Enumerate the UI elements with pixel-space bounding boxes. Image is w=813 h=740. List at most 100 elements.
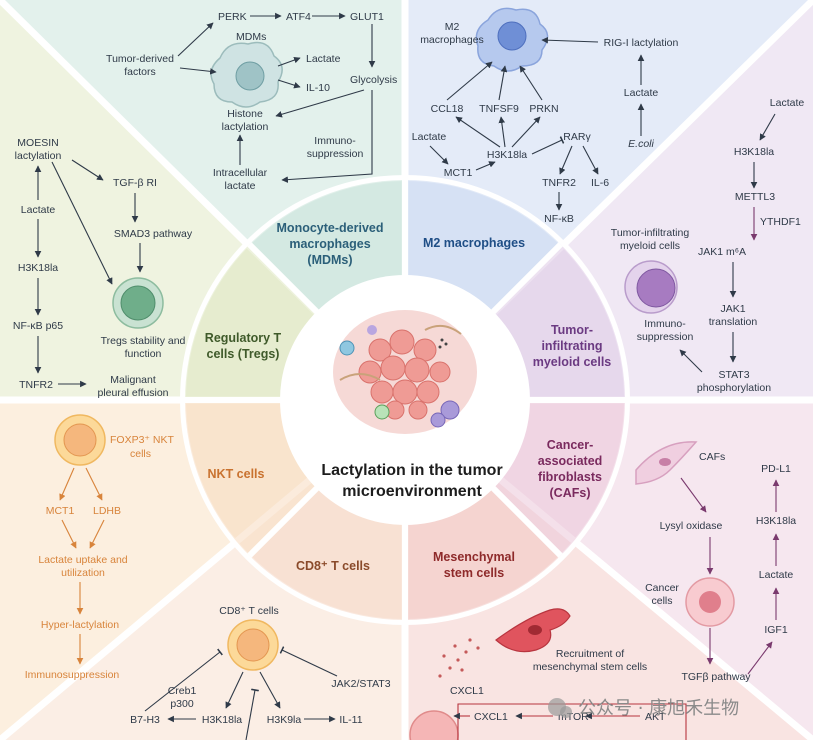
nkt-immuno: Immunosuppression: [25, 669, 120, 681]
m2-lactate: Lactate: [412, 131, 447, 143]
cd8-arrows: [144, 646, 338, 740]
treg-smad3: SMAD3 pathway: [114, 228, 193, 240]
m2-tnfr2: TNFR2: [542, 177, 576, 189]
svg-text:Cancer-: Cancer-: [547, 438, 594, 452]
nkt-foxp3-2: cells: [130, 448, 151, 460]
msc-arrows: [453, 703, 687, 740]
msc-secretion-dots: [438, 638, 480, 678]
m2-label-1: M2: [445, 21, 460, 33]
svg-text:myeloid cells: myeloid cells: [533, 355, 612, 369]
tim-h3k18la: H3K18la: [734, 146, 774, 158]
caf-lysyl: Lysyl oxidase: [660, 520, 723, 532]
treg-tregs-1: Tregs stability and: [101, 335, 186, 347]
m2-h3k18la: H3K18la: [487, 149, 527, 161]
treg-cell-icon: [112, 277, 164, 329]
svg-text:(MDMs): (MDMs): [307, 253, 352, 267]
mdm-cell-icon: [210, 41, 283, 108]
cd8-title: CD8⁺ T cells: [219, 605, 278, 617]
cd8-h3k18la: H3K18la: [202, 714, 242, 726]
tim-arrows: [679, 113, 776, 373]
caf-tgfb: TGFβ pathway: [681, 671, 751, 683]
cd8-il11: IL-11: [339, 714, 362, 726]
svg-text:Monocyte-derived: Monocyte-derived: [277, 221, 384, 235]
tim-myeloid-1: Tumor-infiltrating: [611, 227, 690, 239]
m2-ccl18: CCL18: [431, 103, 464, 115]
tim-cell-icon: [624, 260, 678, 314]
msc-cxcl1-a: CXCL1: [450, 685, 484, 697]
svg-text:fibroblasts: fibroblasts: [538, 470, 602, 484]
svg-text:Mesenchymal: Mesenchymal: [433, 550, 515, 564]
tim-ythdf1: YTHDF1: [760, 216, 801, 228]
cd8-cell-icon: [227, 619, 279, 671]
tim-jak1m6a: JAK1 m⁶A: [698, 246, 746, 258]
mdm-panel: PERK ATF4 GLUT1 MDMs Tumor-derived facto…: [106, 11, 397, 192]
watermark-text: 公众号 · 康旭禾生物: [578, 698, 739, 719]
tim-mettl3: METTL3: [735, 191, 775, 203]
m2-arrows: [429, 36, 645, 211]
caf-arrows: [680, 477, 780, 675]
caf-panel: CAFs Lysyl oxidase PD-L1 H3K18la Lactate…: [635, 441, 796, 683]
tim-panel: Lactate H3K18la METTL3 YTHDF1 Tumor-infi…: [611, 97, 805, 394]
svg-text:Tumor-: Tumor-: [551, 323, 593, 337]
svg-text:associated: associated: [538, 454, 603, 468]
caf-cancer-1: Cancer: [645, 582, 679, 594]
m2-lactate-top: Lactate: [624, 87, 659, 99]
nkt-panel: FOXP3⁺ NKT cells MCT1 LDHB Lactate uptak…: [25, 414, 174, 681]
cd8-panel: CD8⁺ T cells Creb1 p300 B7-H3 H3K18la H3…: [130, 605, 391, 740]
caf-cancer-2: cells: [651, 595, 672, 607]
cd8-jak2: JAK2/STAT3: [331, 678, 390, 690]
mdm-glycolysis: Glycolysis: [350, 74, 397, 86]
mdm-immuno-2: suppression: [307, 148, 364, 160]
nkt-mct1: MCT1: [46, 505, 75, 517]
m2-il6: IL-6: [591, 177, 609, 189]
treg-tgfb: TGF-β RI: [113, 177, 157, 189]
m2-rarg: RARγ: [563, 131, 591, 143]
nkt-uptake-2: utilization: [61, 567, 105, 579]
m2-tnfsf9: TNFSF9: [479, 103, 519, 115]
mdm-intracellular-2: lactate: [225, 180, 256, 192]
sector-label-caf: Cancer- associated fibroblasts (CAFs): [538, 438, 603, 500]
m2-rig: RIG-I lactylation: [604, 37, 679, 49]
nkt-arrows: [59, 467, 105, 665]
mdm-tumor-factors-2: factors: [124, 66, 156, 78]
caf-h3k18la: H3K18la: [756, 515, 796, 527]
svg-text:Regulatory T: Regulatory T: [205, 331, 282, 345]
mdm-atf4: ATF4: [286, 11, 311, 23]
msc-akt: AKT: [645, 711, 666, 723]
treg-tnfr2: TNFR2: [19, 379, 53, 391]
treg-lactate: Lactate: [21, 204, 56, 216]
sector-label-msc: Mesenchymal stem cells: [433, 550, 515, 580]
treg-malignant-2: pleural effusion: [97, 387, 168, 399]
cd8-creb-2: p300: [170, 698, 194, 710]
title-line-1: Lactylation in the tumor: [321, 462, 502, 479]
tim-jak1tr-2: translation: [709, 316, 758, 328]
svg-text:infiltrating: infiltrating: [541, 339, 602, 353]
cd8-creb-1: Creb1: [168, 685, 197, 697]
mdm-glut1: GLUT1: [350, 11, 384, 23]
m2-ecoli: E.coli: [628, 138, 654, 150]
cd8-h3k9la: H3K9la: [267, 714, 302, 726]
inner-ring-outline: [180, 175, 630, 625]
sector-label-m2: M2 macrophages: [423, 236, 525, 250]
caf-pdl1: PD-L1: [761, 463, 791, 475]
svg-text:(CAFs): (CAFs): [550, 486, 591, 500]
tim-jak1tr-1: JAK1: [720, 303, 745, 315]
treg-arrows: [34, 159, 144, 388]
cd8-b7h3: B7-H3: [130, 714, 160, 726]
caf-igf1: IGF1: [764, 624, 787, 636]
msc-recruit-2: mesenchymal stem cells: [533, 661, 647, 673]
tim-myeloid-2: myeloid cells: [620, 240, 680, 252]
sector-label-cd8: CD8⁺ T cells: [296, 559, 370, 573]
caf-fibroblast-icon: [635, 441, 698, 485]
tim-immuno-1: Immuno-: [644, 318, 686, 330]
treg-nfkb: NF-κB p65: [13, 320, 63, 332]
mdm-tumor-factors-1: Tumor-derived: [106, 53, 174, 65]
nkt-hyper: Hyper-lactylation: [41, 619, 119, 631]
mdm-histone-1: Histone: [227, 108, 263, 120]
mdm-arrows: [177, 12, 376, 183]
msc-recruit-1: Recruitment of: [556, 648, 624, 660]
mdm-histone-2: lactylation: [222, 121, 269, 133]
m2-panel: M2 macrophages RIG-I lactylation Lactate…: [412, 7, 679, 225]
